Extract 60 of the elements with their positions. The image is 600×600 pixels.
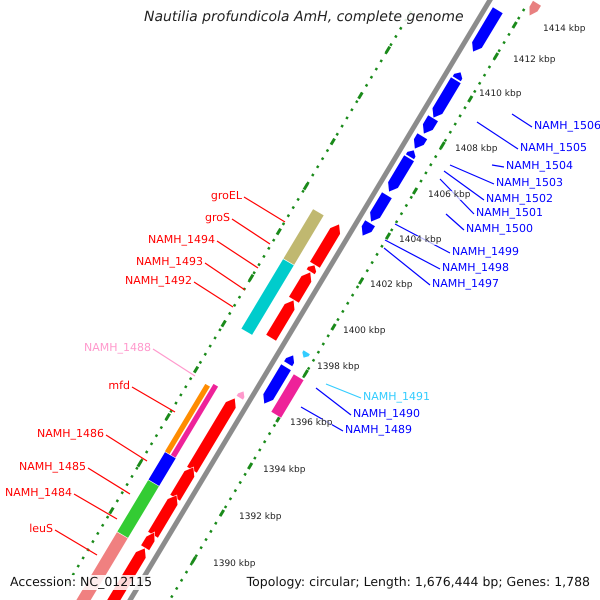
gene-label: NAMH_1505 [520,142,588,153]
gene-label: NAMH_1489 [345,424,412,435]
gene-label: NAMH_1502 [486,193,554,204]
genome-summary: Topology: circular; Length: 1,676,444 bp; Genes: 1,788 [244,575,592,590]
scale-label: 1400 kbp [343,327,386,336]
leader-line [88,467,130,495]
gene-label: mfd [108,380,130,391]
gene-label: NAMH_1490 [353,408,420,419]
scale-label: 1410 kbp [479,90,522,99]
gene-label: NAMH_1501 [476,207,544,218]
scale-label: 1392 kbp [239,513,282,522]
gene-label: groS [205,212,230,223]
scale-label: 1404 kbp [399,236,442,245]
leader-line [106,434,148,462]
gene-label: NAMH_1494 [148,234,215,245]
gene-label: NAMH_1504 [506,160,574,171]
gene-label: NAMH_1497 [432,278,500,289]
gene-label: NAMH_1503 [496,177,564,188]
leader-line [450,164,494,185]
gene-label: NAMH_1492 [124,275,192,286]
gene-label: leuS [29,523,53,534]
leader-line [216,240,258,268]
scale-label: 1402 kbp [370,281,412,290]
scale-label: 1412 kbp [513,56,556,65]
leader-line [492,164,504,168]
leader-line [446,214,464,230]
gene-label: NAMH_1493 [136,256,203,267]
leader-line [444,170,484,200]
gene-label: NAMH_1484 [4,487,72,498]
scale-label: 1390 kbp [213,560,256,569]
leader-line [384,239,440,270]
gene-label: NAMH_1498 [442,262,510,273]
scale-label: 1408 kbp [455,145,498,154]
gene-label: NAMH_1488 [84,342,151,353]
leader-line [244,196,286,223]
scale-label: 1406 kbp [428,191,470,200]
scale-label: 1396 kbp [290,419,332,428]
gene-label: NAMH_1500 [466,223,534,234]
leader-line [204,262,246,290]
gene-label: NAMH_1491 [363,391,430,402]
leader-line [512,114,532,128]
gene-label: NAMH_1499 [452,246,520,257]
scale-label: 1398 kbp [317,363,360,372]
leader-line [326,383,362,399]
scale-label: 1414 kbp [543,25,586,34]
leader-line [54,529,98,556]
gene-label: NAMH_1485 [18,461,86,472]
leader-line [194,282,234,308]
gene-label: NAMH_1506 [534,120,600,131]
scale-label: 1394 kbp [263,466,306,475]
leader-line [74,493,118,520]
gene-label: NAMH_1486 [36,428,104,439]
leader-line [384,248,430,286]
leader-line [132,386,176,413]
leader-line [152,348,196,376]
leader-line [316,388,352,416]
title: Nautilia profundicola AmH, complete genome [144,10,464,24]
leader-line [476,122,518,150]
gene-label: groEL [210,190,242,201]
leader-line [232,218,270,244]
